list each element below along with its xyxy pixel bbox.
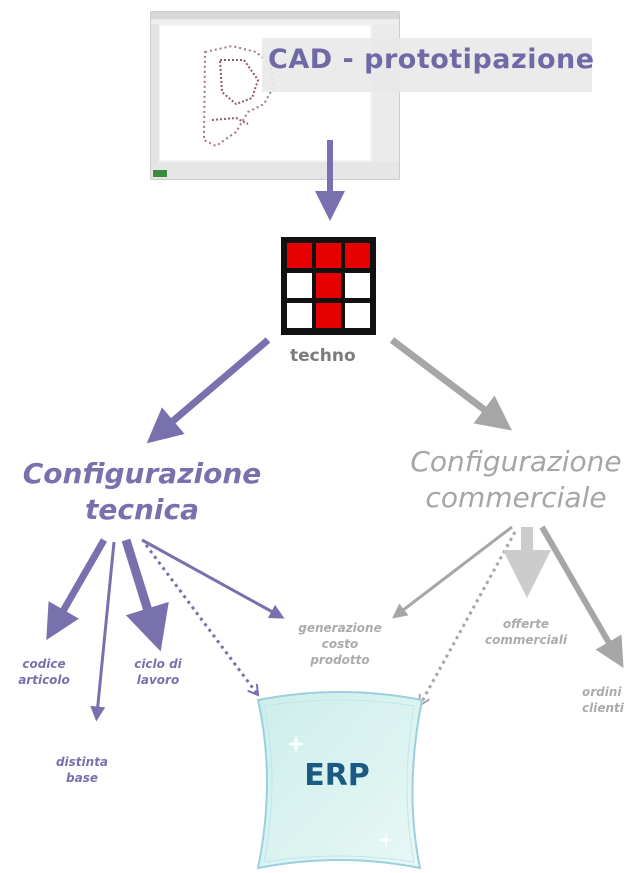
generazione-costo-node: generazione costo prodotto [290, 620, 390, 668]
ciclo-lavoro-line2: lavoro [136, 673, 180, 687]
offerte-commerciali-line1: offerte [502, 617, 550, 631]
arrow-to-distinta-base [90, 541, 116, 722]
ordini-clienti-line2: clienti [582, 701, 624, 715]
distinta-base-line2: base [66, 771, 98, 785]
techno-logo [281, 237, 376, 335]
commercial-configuration-line2: commerciale [425, 481, 607, 514]
erp-label: ERP [304, 758, 370, 793]
technical-configuration-line1: Configurazione [22, 457, 262, 490]
arrow-commercial-to-costo [392, 525, 513, 619]
cad-sketch-icon [202, 44, 276, 148]
arrow-commercial-to-erp [420, 531, 517, 705]
ciclo-lavoro-node: ciclo di lavoro [122, 656, 194, 688]
ciclo-lavoro-line1: ciclo di [134, 657, 182, 671]
sparkle-icon [379, 832, 393, 848]
erp-box [256, 691, 424, 870]
arrow-technical-to-erp [144, 544, 260, 695]
codice-articolo-line2: articolo [18, 673, 70, 687]
ordini-clienti-line1: ordini [582, 685, 622, 699]
generazione-costo-line1: generazione [298, 621, 382, 635]
offerte-commerciali-node: offerte commerciali [470, 616, 582, 648]
codice-articolo-node: codice articolo [8, 656, 80, 688]
technical-configuration-title: Configurazione tecnica [22, 456, 262, 528]
technical-configuration-line2: tecnica [85, 493, 199, 526]
generazione-costo-line2: costo [321, 637, 359, 651]
arrow-techno-to-commercial [389, 337, 512, 431]
generazione-costo-line3: prodotto [310, 653, 370, 667]
arrow-to-codice-articolo [46, 538, 108, 641]
arrow-to-ciclo-lavoro [121, 538, 169, 652]
distinta-base-line1: distinta [55, 755, 109, 769]
arrow-techno-to-technical [146, 337, 271, 444]
techno-label: techno [290, 346, 356, 366]
ordini-clienti-node: ordini clienti [582, 684, 642, 716]
sparkle-icon [287, 735, 305, 753]
distinta-base-node: distinta base [46, 754, 118, 786]
commercial-configuration-title: Configurazione commerciale [398, 444, 634, 516]
arrow-to-ordini [539, 525, 624, 668]
arrow-technical-to-costo [141, 538, 285, 619]
commercial-configuration-line1: Configurazione [410, 445, 622, 478]
codice-articolo-line1: codice [22, 657, 66, 671]
offerte-commerciali-line2: commerciali [485, 633, 567, 647]
cad-prototyping-label: CAD - prototipazione [268, 44, 595, 75]
cad-screenshot [150, 11, 592, 180]
